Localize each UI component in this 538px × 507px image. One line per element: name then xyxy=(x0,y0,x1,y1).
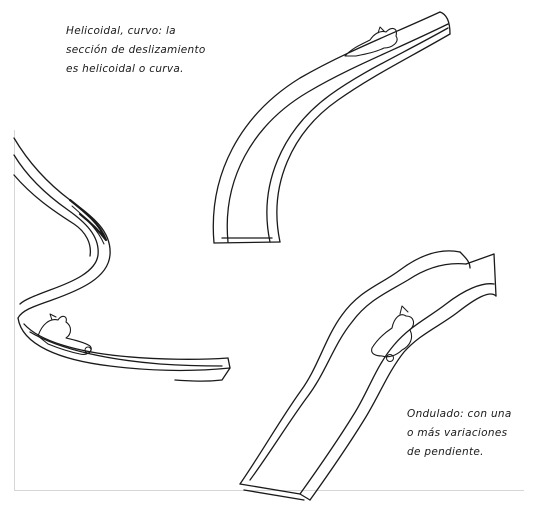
wavy-slide-bottom xyxy=(240,251,496,500)
helicoidal-caption-line2: sección de deslizamiento xyxy=(66,41,206,60)
spiral-slide-left xyxy=(14,138,230,381)
helicoidal-caption-line3: es helicoidal o curva. xyxy=(66,60,206,79)
helicoidal-caption: Helicoidal, curvo: la sección de desliza… xyxy=(66,22,206,79)
ondulado-caption-line3: de pendiente. xyxy=(407,443,512,462)
ondulado-caption-line1: Ondulado: con una xyxy=(407,405,512,424)
ondulado-caption: Ondulado: con una o más variaciones de p… xyxy=(407,405,512,462)
helicoidal-caption-line1: Helicoidal, curvo: la xyxy=(66,22,206,41)
helicoidal-slide-top xyxy=(213,12,450,243)
ondulado-caption-line2: o más variaciones xyxy=(407,424,512,443)
